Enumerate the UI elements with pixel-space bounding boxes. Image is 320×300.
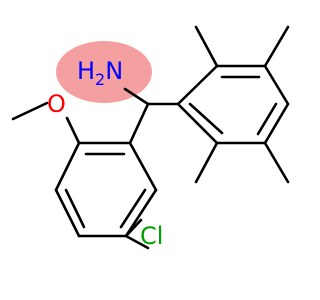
amine-label: H2N bbox=[77, 57, 123, 89]
ring-b-bond bbox=[176, 64, 219, 106]
ring-a-double-bond bbox=[119, 188, 147, 229]
amine-nitrogen: N bbox=[105, 57, 123, 85]
molecule-structure: H2N O Cl bbox=[11, 25, 290, 250]
chlorine-label: Cl bbox=[140, 222, 163, 250]
oxygen-label: O bbox=[47, 90, 66, 118]
bond-lines bbox=[11, 25, 290, 250]
bond-c-n bbox=[123, 87, 150, 106]
ring-a-bond bbox=[128, 141, 158, 192]
amine-hydrogen: H bbox=[77, 57, 95, 85]
methyl-bond bbox=[263, 25, 290, 68]
ring-b-bond bbox=[263, 64, 290, 106]
ring-a-bond bbox=[124, 188, 158, 238]
ring-a-double-bond bbox=[64, 188, 86, 229]
ring-b-bond bbox=[263, 102, 290, 145]
ring-a-bond bbox=[54, 188, 81, 238]
ring-b-bond bbox=[176, 102, 219, 145]
ring-b-double-bond bbox=[256, 102, 278, 136]
ring-b-double-bond bbox=[188, 102, 224, 135]
bond-ring-o bbox=[65, 116, 81, 145]
bond-ring-cl bbox=[124, 218, 143, 238]
methyl-bond bbox=[263, 141, 290, 184]
amine-hydrogen-count: 2 bbox=[95, 70, 105, 89]
bond-o-methyl bbox=[11, 101, 49, 121]
methyl-bond bbox=[194, 141, 219, 184]
bond-ring-cl-lower bbox=[124, 234, 150, 250]
amine-highlight bbox=[56, 41, 152, 103]
methyl-bond bbox=[194, 25, 219, 68]
ring-a-bond bbox=[54, 141, 81, 192]
bond-central-to-ring-a bbox=[128, 102, 150, 145]
